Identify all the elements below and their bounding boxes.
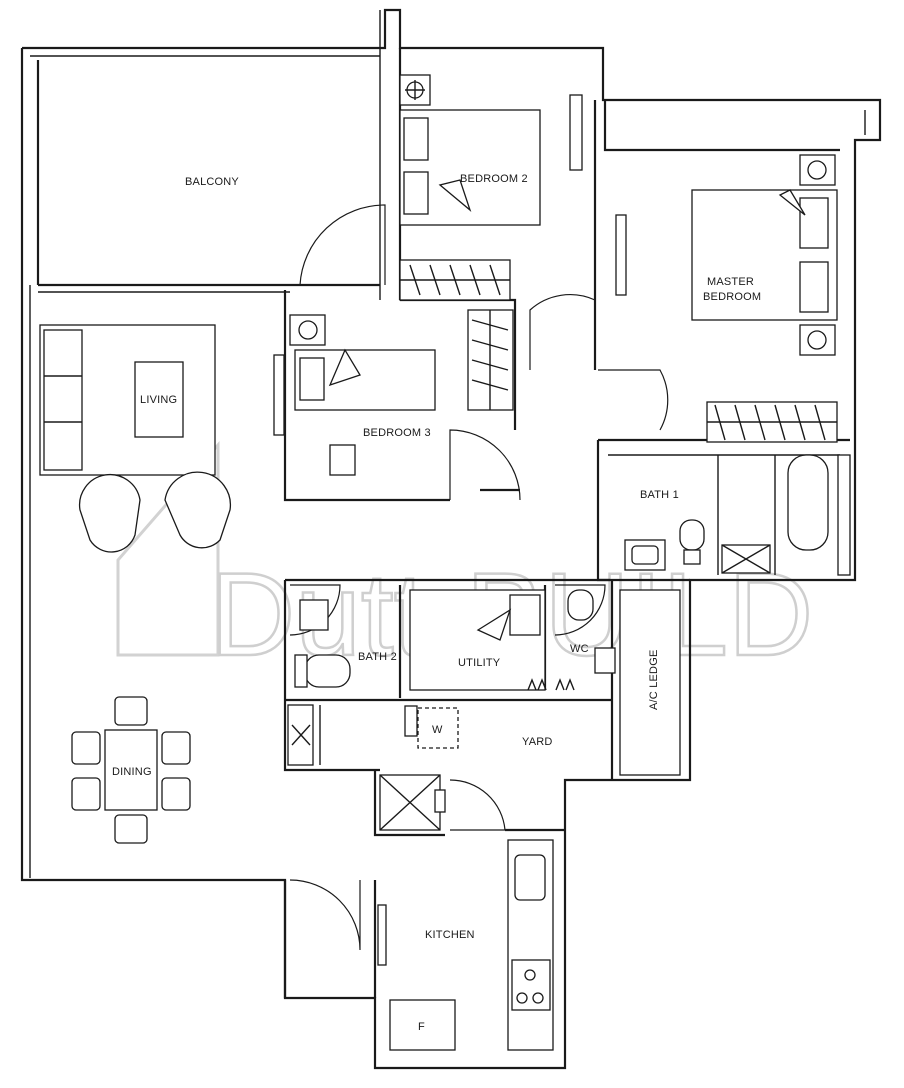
label-ac-ledge: A/C LEDGE bbox=[648, 650, 660, 711]
bedroom3-furniture bbox=[289, 314, 436, 476]
label-yard: YARD bbox=[522, 736, 553, 748]
master-bedroom-furniture bbox=[691, 154, 838, 443]
doors bbox=[273, 94, 669, 966]
bath1-fixtures bbox=[608, 454, 851, 576]
bedroom3-wardrobe bbox=[467, 309, 514, 411]
room-labels: BALCONY BEDROOM 2 MASTER BEDROOM LIVING … bbox=[112, 173, 761, 1033]
service-fixtures bbox=[379, 589, 681, 831]
label-dining: DINING bbox=[112, 766, 152, 778]
label-master-line2: BEDROOM bbox=[703, 291, 761, 303]
label-master-line1: MASTER bbox=[707, 276, 754, 288]
label-living: LIVING bbox=[140, 394, 177, 406]
bath2-fixtures bbox=[287, 599, 351, 766]
label-washer: W bbox=[432, 724, 443, 736]
kitchen-fixtures bbox=[389, 839, 554, 1051]
label-kitchen: KITCHEN bbox=[425, 929, 475, 941]
label-bath1: BATH 1 bbox=[640, 489, 679, 501]
label-bedroom2: BEDROOM 2 bbox=[460, 173, 528, 185]
living-furniture bbox=[39, 324, 232, 553]
label-bedroom3: BEDROOM 3 bbox=[363, 427, 431, 439]
exterior-walls bbox=[20, 8, 882, 1070]
label-bath2: BATH 2 bbox=[358, 651, 397, 663]
label-fridge: F bbox=[418, 1021, 425, 1033]
label-utility: UTILITY bbox=[458, 657, 501, 669]
balcony-sliding-door bbox=[36, 60, 380, 293]
dining-furniture bbox=[71, 696, 191, 844]
bedroom2-furniture bbox=[399, 74, 541, 301]
label-wc: WC bbox=[570, 643, 589, 655]
label-balcony: BALCONY bbox=[185, 176, 239, 188]
